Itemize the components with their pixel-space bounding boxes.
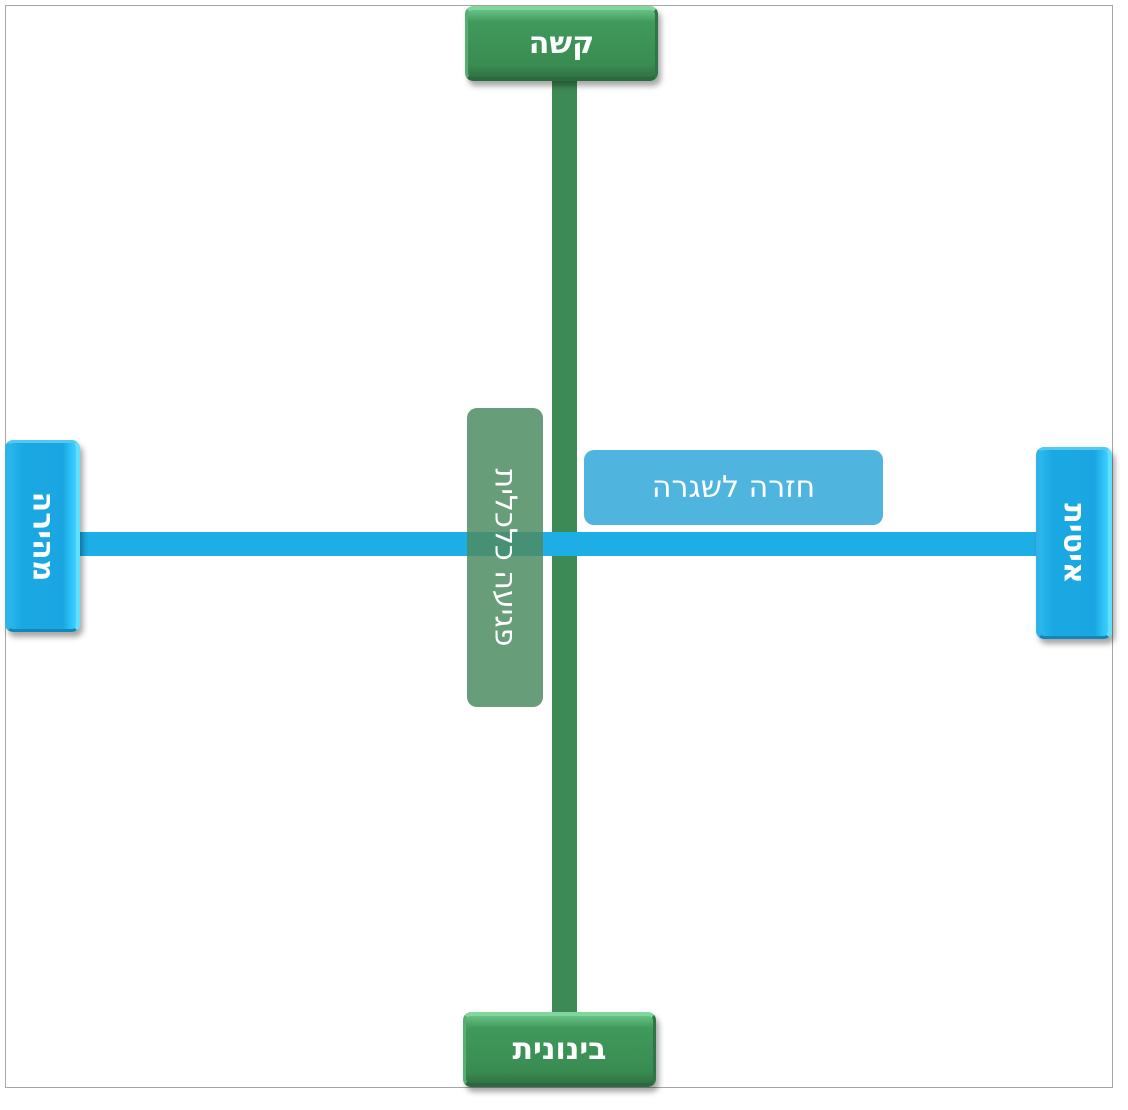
- center-vertical-label-box: פגיעה כלכלית: [467, 408, 543, 707]
- top-axis-label: קשה: [528, 26, 595, 61]
- bottom-axis-label-box: בינונית: [463, 1012, 656, 1087]
- bottom-axis-label: בינונית: [512, 1032, 607, 1067]
- center-right-label-box: חזרה לשגרה: [584, 450, 883, 525]
- top-axis-label-box: קשה: [465, 6, 658, 81]
- center-vertical-label: פגיעה כלכלית: [487, 468, 523, 647]
- center-right-label: חזרה לשגרה: [651, 470, 816, 505]
- left-axis-label: מהירה: [24, 491, 60, 581]
- right-axis-label-box: איטית: [1036, 447, 1112, 639]
- right-axis-label: איטית: [1056, 502, 1092, 584]
- horizontal-axis-line: [78, 532, 1040, 556]
- left-axis-label-box: מהירה: [5, 440, 80, 632]
